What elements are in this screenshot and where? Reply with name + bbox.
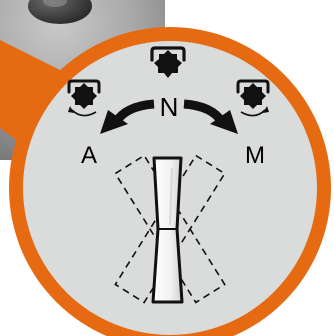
curved-arrow-icon-right (183, 99, 238, 134)
mode-label-left: A (81, 142, 97, 169)
mode-label-right: M (245, 142, 265, 169)
blade-indicator-icon (151, 156, 184, 304)
mode-label-center: N (160, 92, 179, 122)
curved-arrow-icon-left (100, 99, 155, 134)
blade-position-dashed (114, 154, 226, 304)
knob-icon (150, 46, 186, 78)
rotate-arrow-icon (240, 106, 269, 117)
photo-bump (28, 0, 92, 24)
knob-icon-right (236, 79, 270, 117)
rotate-arrow-icon (68, 106, 97, 117)
knob-icon-left (67, 79, 101, 117)
